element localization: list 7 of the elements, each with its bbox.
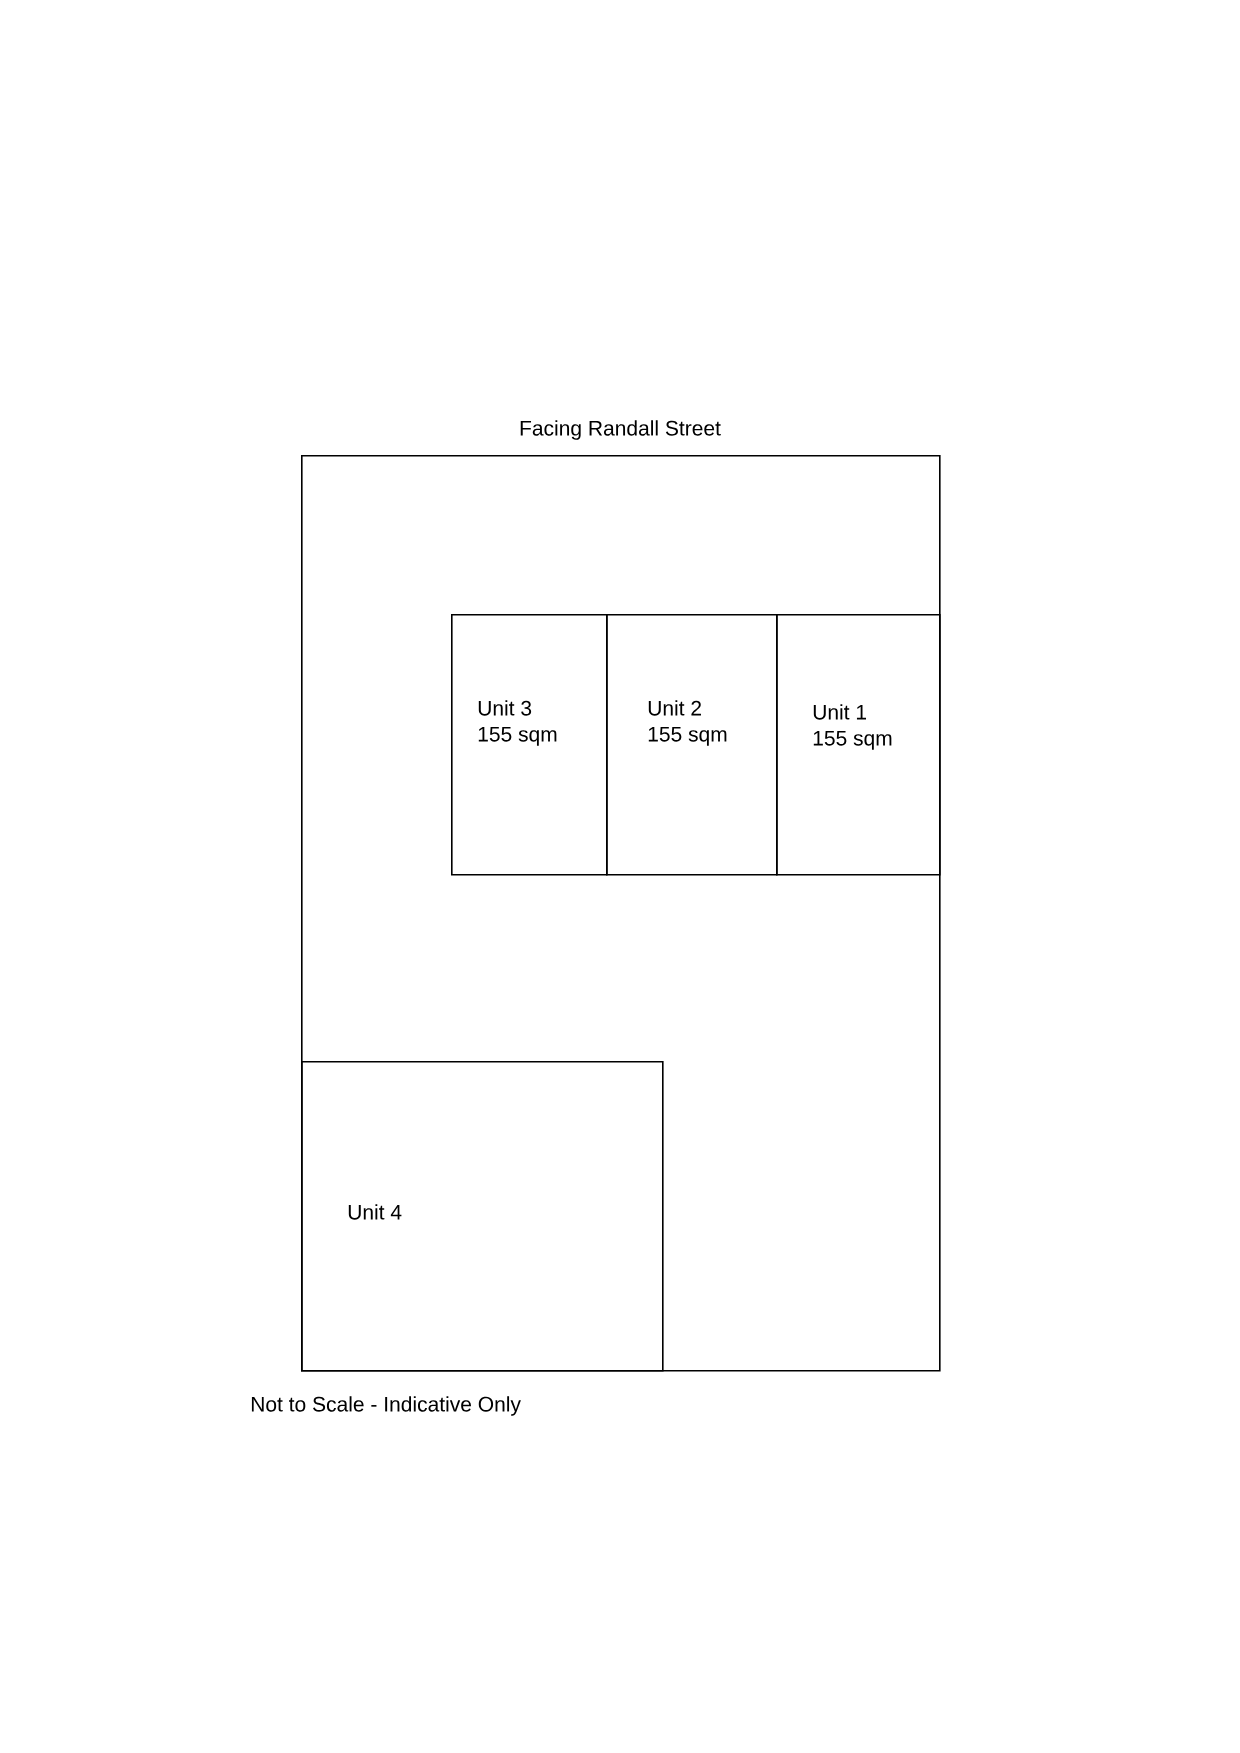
caption: Not to Scale - Indicative Only [251,1396,521,1416]
site-outline [301,455,941,1372]
unit-box: Unit 3 155 sqm [451,614,608,876]
unit-box: Unit 4 [301,1061,664,1372]
unit-box: Unit 1 155 sqm [776,614,941,876]
unit-box: Unit 2 155 sqm [606,614,778,876]
title: Facing Randall Street [520,420,721,440]
